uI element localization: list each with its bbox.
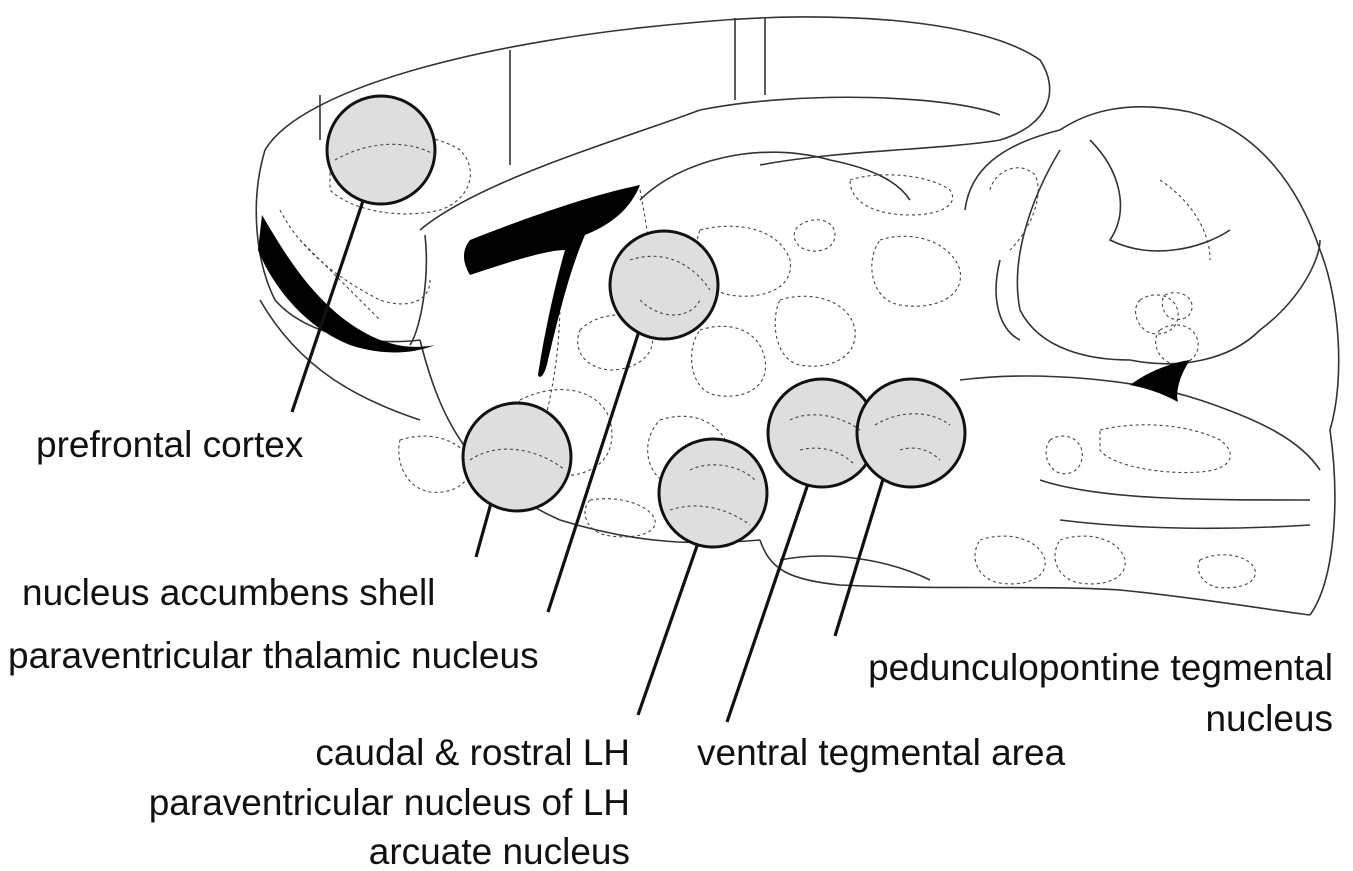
region-circle-pvt <box>610 231 718 339</box>
leader-line-pptg <box>835 476 884 636</box>
label-ventral-tegmental-area: ventral tegmental area <box>697 732 1066 773</box>
label-lh-line-2: paraventricular nucleus of LH <box>149 782 630 823</box>
label-lh-line-1: caudal & rostral LH <box>315 732 630 773</box>
region-circle-pptg <box>857 379 965 487</box>
region-circle-lh <box>659 439 767 547</box>
ventricles <box>258 185 1190 402</box>
label-nucleus-accumbens-shell: nucleus accumbens shell <box>22 572 435 613</box>
label-paraventricular-thalamic-nucleus: paraventricular thalamic nucleus <box>8 635 539 676</box>
region-markers <box>327 96 965 547</box>
label-prefrontal-cortex: prefrontal cortex <box>36 424 304 465</box>
label-lh-line-3: arcuate nucleus <box>369 831 630 871</box>
region-circle-nacsh <box>463 403 571 511</box>
label-pptg-line-2: nucleus <box>1205 698 1333 739</box>
label-pptg-line-1: pedunculopontine tegmental <box>868 647 1333 688</box>
region-circle-pfc <box>327 96 435 204</box>
brain-outline <box>256 17 1338 615</box>
leader-line-lh <box>638 543 698 715</box>
